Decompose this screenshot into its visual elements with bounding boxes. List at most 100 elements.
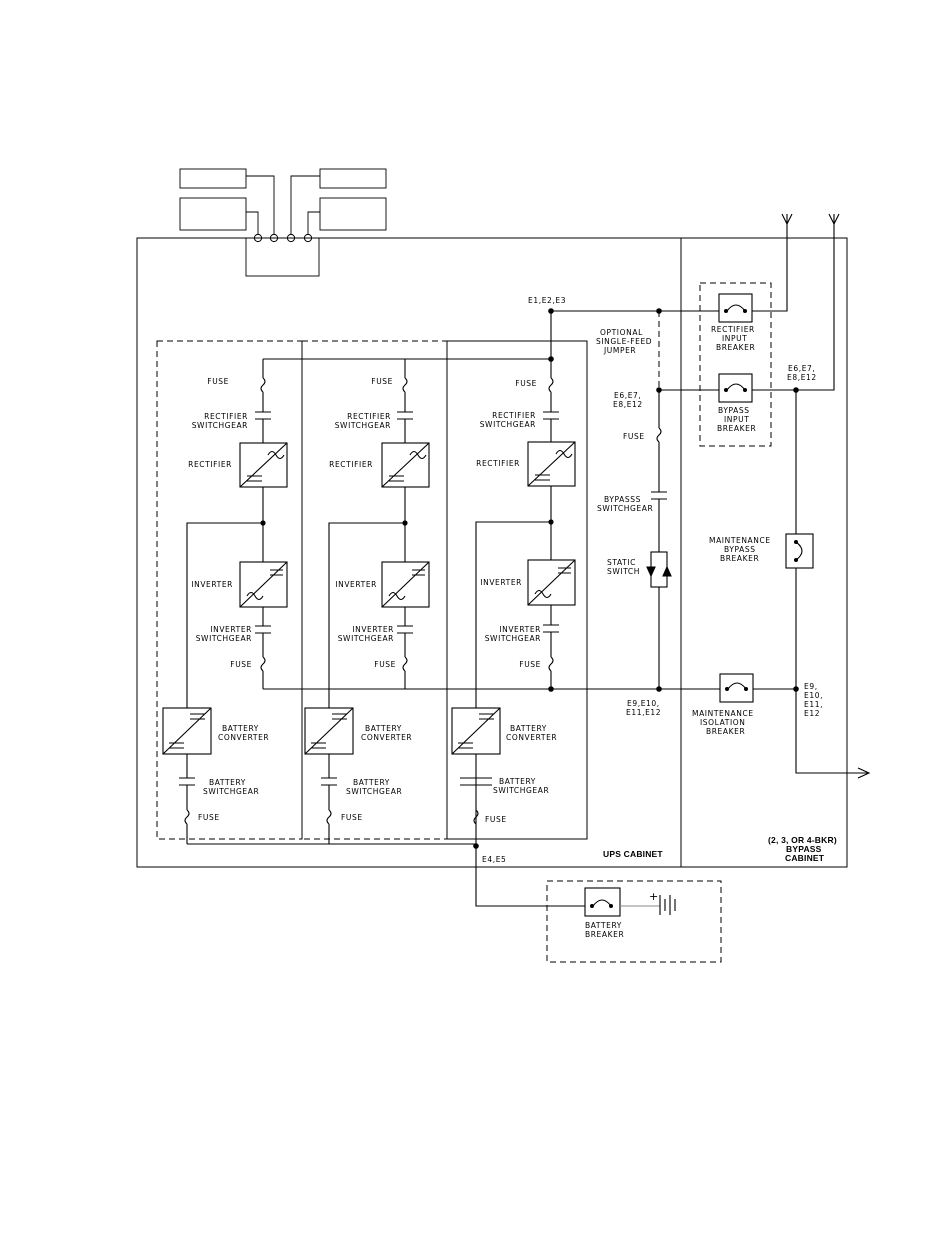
maint-isolation-label-1: MAINTENANCE <box>692 709 754 718</box>
bypass-cabinet-label-3: CABINET <box>785 853 825 863</box>
bypass-switchgear-label-2: SWITCHGEAR <box>597 504 653 513</box>
module-3-rectifier-fuse <box>548 377 554 393</box>
rectifier-input-breaker <box>718 293 753 323</box>
rectifier-input-breaker-label-2: INPUT <box>722 334 747 343</box>
module-3-rect-sg-label-1: RECTIFIER <box>492 411 536 420</box>
bypass-cabinet: RECTIFIER INPUT BREAKER BYPASS INPUT BRE… <box>692 213 871 863</box>
optional-jumper-label-3: JUMPER <box>603 346 636 355</box>
connector-box-2 <box>179 197 247 231</box>
rectifier-input-arrow <box>781 213 793 226</box>
module-3-inv-sg-label-1: INVERTER <box>499 625 541 634</box>
bypass-fuse <box>656 427 662 443</box>
connector-terminal-box <box>245 237 320 277</box>
module-2-rectifier-switchgear <box>397 411 413 420</box>
module-2-bc-label-1: BATTERY <box>365 724 402 733</box>
module-3-bc-label-1: BATTERY <box>510 724 547 733</box>
bypass-input-breaker <box>718 373 753 403</box>
battery-plus-label: + <box>649 890 659 903</box>
module-3-boundary <box>446 340 588 840</box>
module-2-inverter-switchgear <box>397 625 413 634</box>
module-2-rectifier-label: RECTIFIER <box>329 460 373 469</box>
module-2-battery-fuse <box>326 809 332 825</box>
module-3-inv-fuse-label: FUSE <box>519 660 541 669</box>
module-1-inv-fuse-label: FUSE <box>230 660 252 669</box>
bypass-input-breaker-label-2: INPUT <box>724 415 749 424</box>
module-1-inverter-fuse <box>260 656 266 672</box>
terminals-output-label-1: E9,E10, <box>627 699 660 708</box>
module-1-rectifier-label: RECTIFIER <box>188 460 232 469</box>
module-1-rectifier-fuse <box>260 377 266 393</box>
module-1-rectifier-switchgear <box>255 411 271 420</box>
output-arrow <box>857 767 871 779</box>
module-3-inverter-label: INVERTER <box>480 578 522 587</box>
optional-jumper-label-2: SINGLE-FEED <box>596 337 652 346</box>
ups-module-3: FUSE RECTIFIER SWITCHGEAR RECTIFIER INVE… <box>451 311 576 844</box>
static-switch-label-2: SWITCH <box>607 567 640 576</box>
ups-cabinet-label: UPS CABINET <box>603 849 663 859</box>
module-3-bsg-label-2: SWITCHGEAR <box>493 786 549 795</box>
static-bypass-path: E1,E2,E3 OPTIONAL SINGLE-FEED JUMPER E6,… <box>473 296 720 864</box>
module-2-inv-sg-label-1: INVERTER <box>352 625 394 634</box>
bypass-switchgear-label-1: BYPASSS <box>604 495 641 504</box>
terminals-output-right-label-4: E12 <box>804 709 820 718</box>
module-2-bc-label-2: CONVERTER <box>361 733 412 742</box>
rectifier-input-breaker-label-3: BREAKER <box>716 343 755 352</box>
module-3-battery-fuse <box>473 809 479 825</box>
bypass-switchgear <box>651 491 667 500</box>
module-1-rect-sg-label-1: RECTIFIER <box>204 412 248 421</box>
bypass-input-breaker-label-1: BYPASS <box>718 406 750 415</box>
module-2-battery-switchgear <box>321 777 337 786</box>
terminals-bypass-label-2: E8,E12 <box>613 400 643 409</box>
module-2-rect-sg-label-1: RECTIFIER <box>347 412 391 421</box>
maint-bypass-label-2: BYPASS <box>724 545 756 554</box>
module-1-inverter-switchgear <box>255 625 271 634</box>
module-3-fuse-label: FUSE <box>515 379 537 388</box>
module-2-inverter-fuse <box>402 656 408 672</box>
terminals-bypass-right-label-1: E6,E7, <box>788 364 815 373</box>
module-3-inv-sg-label-2: SWITCHGEAR <box>485 634 541 643</box>
static-switch-label-1: STATIC <box>607 558 636 567</box>
terminals-output-right-label-1: E9, <box>804 682 818 691</box>
top-connector-group <box>179 168 387 277</box>
terminals-bypass-right-label-2: E8,E12 <box>787 373 817 382</box>
connector-box-3 <box>319 168 387 189</box>
battery-breaker-label-2: BREAKER <box>585 930 624 939</box>
module-3-bsg-label-1: BATTERY <box>499 777 536 786</box>
bypass-input-breaker-label-3: BREAKER <box>717 424 756 433</box>
module-3-rectifier-switchgear <box>543 411 559 420</box>
optional-jumper-label-1: OPTIONAL <box>600 328 643 337</box>
ups-module-2: FUSE RECTIFIER SWITCHGEAR RECTIFIER INVE… <box>304 359 430 844</box>
terminals-bypass-label-1: E6,E7, <box>614 391 641 400</box>
terminals-output-right-label-3: E11, <box>804 700 823 709</box>
maint-bypass-label-1: MAINTENANCE <box>709 536 771 545</box>
module-3-bc-label-2: CONVERTER <box>506 733 557 742</box>
module-1-inverter-label: INVERTER <box>191 580 233 589</box>
module-1-battery-switchgear <box>179 777 195 786</box>
module-2-fuse-label: FUSE <box>371 377 393 386</box>
module-2-rect-sg-label-2: SWITCHGEAR <box>335 421 391 430</box>
terminals-battery-label: E4,E5 <box>482 855 506 864</box>
bypass-fuse-label: FUSE <box>623 432 645 441</box>
module-1-bsg-label-1: BATTERY <box>209 778 246 787</box>
module-2-inv-fuse-label: FUSE <box>374 660 396 669</box>
module-1-bsg-label-2: SWITCHGEAR <box>203 787 259 796</box>
maintenance-isolation-breaker <box>719 673 754 703</box>
module-1-inv-sg-label-1: INVERTER <box>210 625 252 634</box>
battery-icon <box>659 895 676 915</box>
module-3-rectifier-label: RECTIFIER <box>476 459 520 468</box>
battery-cabinet-boundary <box>546 880 722 963</box>
maint-isolation-label-2: ISOLATION <box>700 718 745 727</box>
module-2-inv-sg-label-2: SWITCHGEAR <box>338 634 394 643</box>
module-1-battery-fuse <box>184 809 190 825</box>
module-3-rect-sg-label-2: SWITCHGEAR <box>480 420 536 429</box>
external-battery: + BATTERY BREAKER <box>546 880 722 963</box>
input-breakers-boundary <box>699 282 772 447</box>
battery-breaker-label-1: BATTERY <box>585 921 622 930</box>
module-1-rect-sg-label-2: SWITCHGEAR <box>192 421 248 430</box>
module-2-bfuse-label: FUSE <box>341 813 363 822</box>
module-1-inv-sg-label-2: SWITCHGEAR <box>196 634 252 643</box>
bypass-cabinet-border <box>680 237 848 868</box>
terminals-output-label-2: E11,E12 <box>626 708 661 717</box>
module-3-inverter-switchgear <box>543 624 559 633</box>
module-1-bfuse-label: FUSE <box>198 813 220 822</box>
